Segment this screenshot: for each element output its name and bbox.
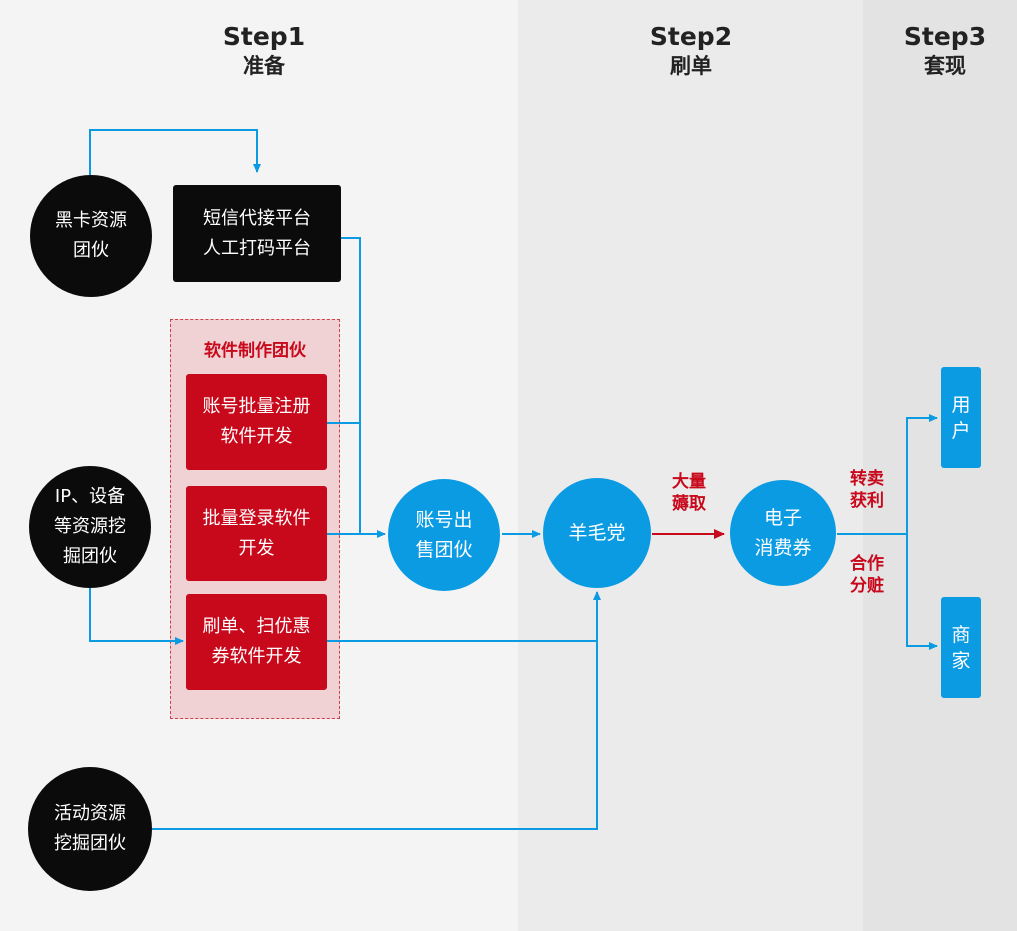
node-bulk-register-software: 账号批量注册 软件开发 bbox=[186, 374, 327, 470]
node-coupon-software: 刷单、扫优惠 券软件开发 bbox=[186, 594, 327, 690]
node-login-line2: 开发 bbox=[238, 537, 275, 559]
node-wool-label: 羊毛党 bbox=[568, 522, 626, 544]
node-user-line1: 用 bbox=[951, 393, 971, 416]
label-split: 合作 分赃 bbox=[837, 553, 897, 597]
node-coupon-line2: 券软件开发 bbox=[211, 646, 302, 667]
label-split-line1: 合作 bbox=[850, 554, 884, 574]
node-black-card-group: 黑卡资源 团伙 bbox=[30, 175, 152, 297]
edge-to-user bbox=[906, 414, 938, 534]
node-sms-captcha-platform: 短信代接平台 人工打码平台 bbox=[173, 185, 341, 282]
node-coupon-line1: 刷单、扫优惠 bbox=[202, 616, 311, 637]
node-merchant: 商 家 bbox=[941, 597, 981, 698]
node-sms-line1: 短信代接平台 bbox=[203, 207, 311, 229]
node-black-card-line2: 团伙 bbox=[73, 240, 109, 261]
step3-heading: Step3 套现 bbox=[865, 22, 1017, 80]
node-user-line2: 户 bbox=[951, 419, 971, 442]
node-activity-group: 活动资源 挖掘团伙 bbox=[28, 767, 152, 891]
edge-activity-to-wool bbox=[150, 641, 598, 830]
edge-sms-to-seller bbox=[341, 237, 386, 538]
label-resell-line2: 获利 bbox=[850, 491, 884, 511]
label-resell-line1: 转卖 bbox=[850, 469, 884, 489]
step1-heading: Step1 准备 bbox=[184, 22, 344, 80]
node-voucher-line1: 电子 bbox=[763, 507, 802, 529]
label-harvest: 大量 薅取 bbox=[659, 471, 719, 515]
node-e-voucher: 电子 消费券 bbox=[730, 480, 836, 586]
node-bulk-login-software: 批量登录软件 开发 bbox=[186, 486, 327, 581]
node-ip-device-group: IP、设备 等资源挖 掘团伙 bbox=[29, 466, 151, 588]
step3-title: Step3 bbox=[903, 22, 987, 51]
node-activity-line1: 活动资源 bbox=[54, 803, 126, 824]
node-user: 用 户 bbox=[941, 367, 981, 468]
node-wool-party: 羊毛党 bbox=[543, 478, 651, 588]
edge-to-merchant bbox=[906, 534, 938, 650]
node-merchant-line2: 家 bbox=[951, 649, 971, 672]
label-split-line2: 分赃 bbox=[850, 576, 884, 596]
node-voucher-line2: 消费券 bbox=[754, 537, 812, 559]
node-black-card-line1: 黑卡资源 bbox=[55, 210, 127, 231]
node-sms-line2: 人工打码平台 bbox=[203, 237, 311, 259]
node-ip-device-line3: 掘团伙 bbox=[63, 546, 117, 567]
node-activity-line2: 挖掘团伙 bbox=[54, 833, 126, 854]
node-seller-line1: 账号出 bbox=[415, 509, 473, 531]
step1-title: Step1 bbox=[222, 22, 306, 51]
label-harvest-line2: 薅取 bbox=[672, 494, 706, 514]
step2-title: Step2 bbox=[649, 22, 733, 51]
label-harvest-line1: 大量 bbox=[672, 472, 706, 492]
node-ip-device-line1: IP、设备 bbox=[54, 486, 126, 507]
edge-coupon-to-wool bbox=[327, 591, 601, 642]
step3-band bbox=[863, 0, 1017, 931]
node-ip-device-line2: 等资源挖 bbox=[54, 516, 126, 537]
step3-subtitle: 套现 bbox=[924, 54, 966, 78]
label-resell: 转卖 获利 bbox=[837, 468, 897, 512]
node-merchant-line1: 商 bbox=[951, 623, 971, 646]
edge-blackcard-to-sms bbox=[89, 129, 261, 175]
step2-subtitle: 刷单 bbox=[670, 54, 712, 78]
node-login-line1: 批量登录软件 bbox=[202, 507, 311, 529]
step2-heading: Step2 刷单 bbox=[611, 22, 771, 80]
software-group-title: 软件制作团伙 bbox=[204, 341, 306, 361]
step2-band bbox=[518, 0, 863, 931]
node-seller-line2: 售团伙 bbox=[415, 539, 473, 561]
node-account-seller: 账号出 售团伙 bbox=[388, 479, 500, 591]
edge-ip-to-coupon bbox=[89, 588, 184, 645]
node-register-line2: 软件开发 bbox=[220, 426, 293, 447]
step1-subtitle: 准备 bbox=[243, 54, 285, 78]
node-register-line1: 账号批量注册 bbox=[202, 396, 311, 417]
